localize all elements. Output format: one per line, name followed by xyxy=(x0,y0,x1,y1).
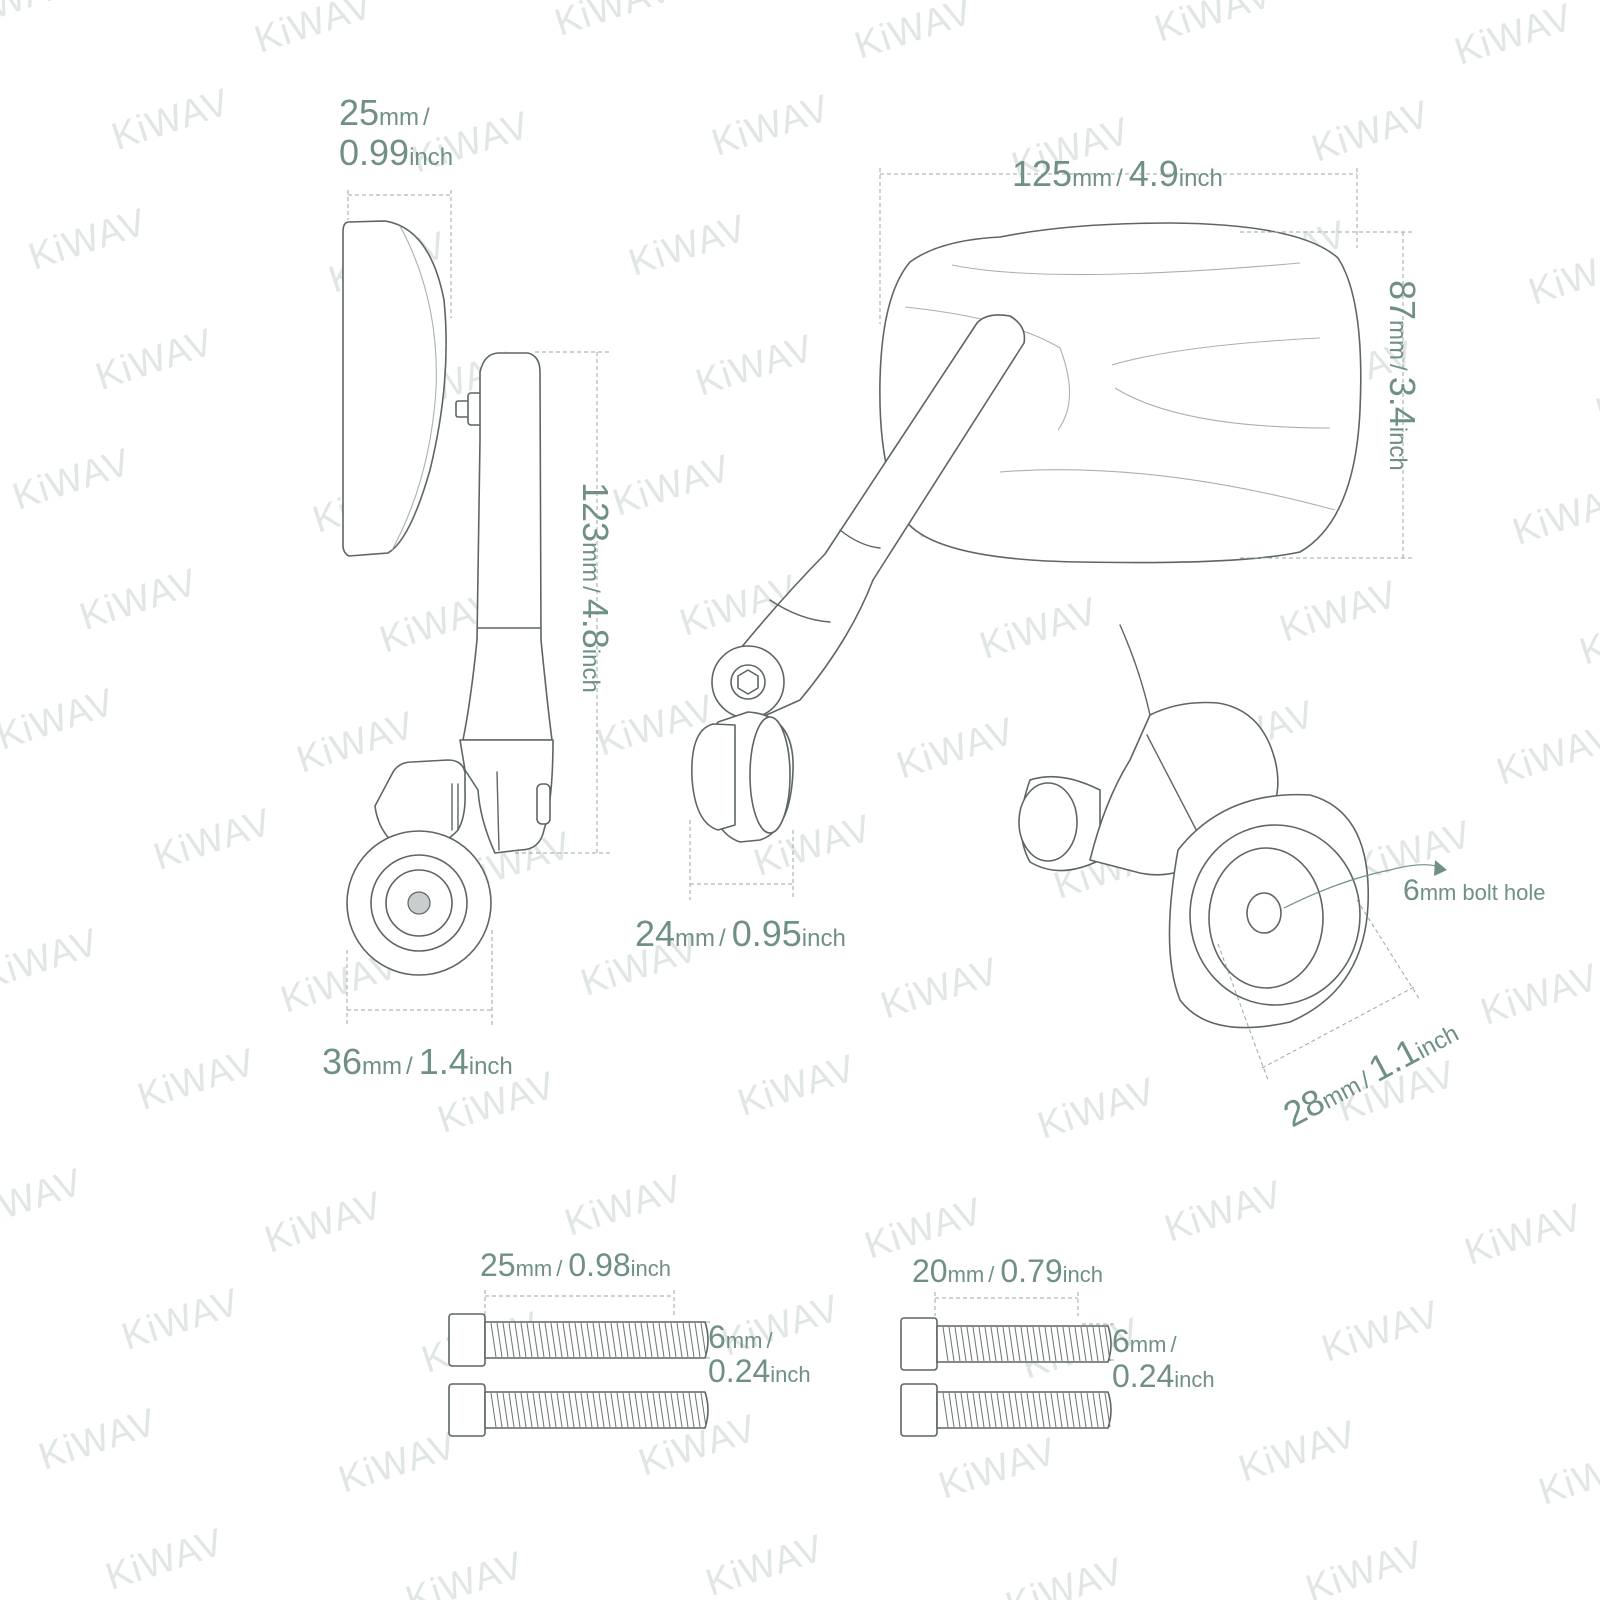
watermark-text: KiWAV xyxy=(1301,1533,1429,1600)
watermark-text: KiWAV xyxy=(876,950,1004,1027)
watermark-text: KiWAV xyxy=(1534,1436,1600,1513)
watermark-text: KiWAV xyxy=(75,561,203,638)
side-clamp-label: 36mm/1.4inch xyxy=(322,1041,513,1082)
watermark-text: KiWAV xyxy=(91,321,219,398)
watermark-text: KiWAV xyxy=(0,1161,88,1238)
watermark-text: KiWAV xyxy=(707,87,835,164)
angled-clamp-view xyxy=(1018,624,1447,1081)
side-depth-label-inch: 0.99inch xyxy=(339,132,453,173)
bolt-a-diameter-label-inch: 0.24inch xyxy=(708,1353,811,1389)
watermark-text: KiWAV xyxy=(401,1544,529,1600)
bolt-b-length-label: 20mm/0.79inch xyxy=(912,1253,1103,1289)
angled-bolt-hole xyxy=(1246,892,1282,934)
watermark-text: KiWAV xyxy=(691,327,819,404)
watermark-text: KiWAV xyxy=(250,0,378,62)
watermark-text: KiWAV xyxy=(934,1430,1062,1507)
bolt-b-diameter-label-inch: 0.24inch xyxy=(1112,1358,1215,1394)
watermark-text: KiWAV xyxy=(1150,0,1278,51)
bolt-a-top xyxy=(448,1313,709,1367)
watermark-text: KiWAV xyxy=(117,1281,245,1358)
bolt-set xyxy=(448,1290,1116,1437)
watermark-text: KiWAV xyxy=(1591,356,1600,433)
watermark-text: KiWAV xyxy=(0,921,104,998)
watermark-text: KiWAV xyxy=(24,201,152,278)
watermark-text: KiWAV xyxy=(1492,716,1600,793)
bolt-hole-callout-line xyxy=(1283,864,1437,909)
watermark-text: KiWAV xyxy=(8,441,136,518)
callout-arrow-icon xyxy=(1434,860,1447,876)
watermark-text: KiWAV xyxy=(701,1527,829,1600)
bolt-a-length-label: 25mm/0.98inch xyxy=(480,1247,671,1283)
watermark-text: KiWAV xyxy=(334,1424,462,1501)
side-mirror-head xyxy=(342,220,447,557)
watermark-text: KiWAV xyxy=(260,1184,388,1261)
watermark-text: KiWAV xyxy=(850,0,978,68)
watermark-text: KiWAV xyxy=(1307,93,1435,170)
bolt-b-bottom xyxy=(900,1383,1112,1437)
watermark-text: KiWAV xyxy=(1317,1293,1445,1370)
watermark-text: KiWAV xyxy=(1575,596,1600,673)
mirror-height-label: 87mm/3.4inch xyxy=(1382,280,1423,471)
hex-socket-icon xyxy=(737,669,759,695)
side-depth-label-mm: 25mm/ xyxy=(339,92,430,133)
watermark-text: KiWAV xyxy=(892,710,1020,787)
bolt-b-diameter-label-mm: 6mm/ xyxy=(1112,1323,1177,1359)
bolt-a-bottom xyxy=(448,1383,709,1437)
watermark-text: KiWAV xyxy=(608,447,736,524)
watermark-text: KiWAV xyxy=(624,207,752,284)
watermark-text: KiWAV xyxy=(34,1401,162,1478)
watermark-text: KiWAV xyxy=(101,1521,229,1598)
watermark-text: KiWAV xyxy=(1160,1173,1288,1250)
watermark-text: KiWAV xyxy=(133,1041,261,1118)
watermark-text: KiWAV xyxy=(1001,1550,1129,1600)
watermark-text: KiWAV xyxy=(1508,476,1600,553)
watermark-text: KiWAV xyxy=(1524,236,1600,313)
side-bolt-hole xyxy=(407,891,431,915)
watermark-text: KiWAV xyxy=(1460,1196,1588,1273)
watermark-text: KiWAV xyxy=(560,1167,688,1244)
watermark-text: KiWAV xyxy=(1450,0,1578,74)
bolt-b-top xyxy=(900,1317,1112,1371)
watermark-text: KiWAV xyxy=(0,0,78,39)
front-view xyxy=(689,168,1415,900)
bolt-a-diameter-label-mm: 6mm/ xyxy=(708,1319,773,1355)
mirror-width-label: 125mm/4.9inch xyxy=(1012,153,1223,194)
watermark-text: KiWAV xyxy=(975,590,1103,667)
side-arm-lower xyxy=(459,739,554,854)
front-mirror-head xyxy=(879,222,1362,564)
watermark-text: KiWAV xyxy=(733,1047,861,1124)
watermark-text: KiWAV xyxy=(0,681,120,758)
watermark-text: KiWAV xyxy=(1033,1070,1161,1147)
watermark-text: KiWAV xyxy=(1476,956,1600,1033)
watermark-text: KiWAV xyxy=(107,81,235,158)
front-clamp-label: 24mm/0.95inch xyxy=(635,913,846,954)
watermark-text: KiWAV xyxy=(149,801,277,878)
side-view xyxy=(342,190,611,1026)
watermark-text: KiWAV xyxy=(1234,1413,1362,1490)
watermark-text: KiWAV xyxy=(1275,573,1403,650)
front-arm xyxy=(711,314,1026,726)
side-height-label: 123mm/4.8inch xyxy=(575,482,616,693)
watermark-text: KiWAV xyxy=(550,0,678,45)
